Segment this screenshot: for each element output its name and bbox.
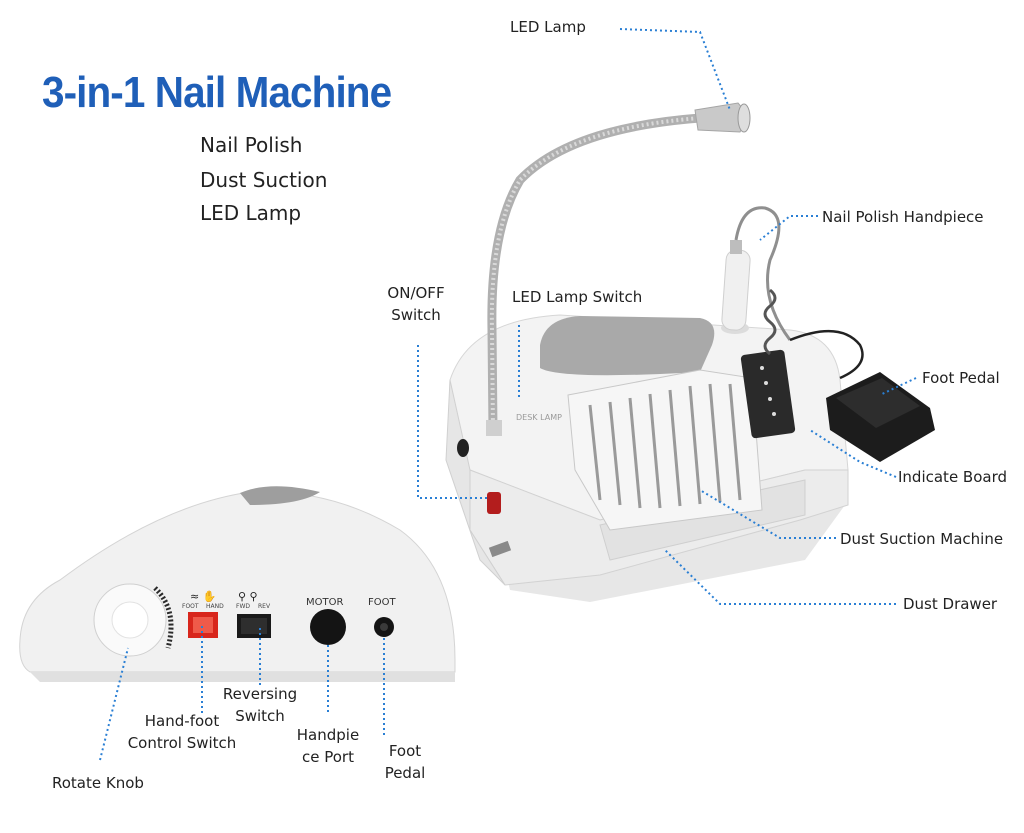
label-dust-drawer: Dust Drawer	[903, 595, 998, 613]
label-on-off-line1: ON/OFF	[387, 284, 445, 302]
feature-dust-suction: Dust Suction	[200, 168, 328, 192]
label-handpiece-port-line1: Handpie	[296, 726, 360, 744]
label-on-off-line2: Switch	[391, 306, 441, 324]
label-reversing-line1: Reversing	[222, 685, 298, 703]
label-foot-pedal-port: Foot Pedal	[370, 740, 440, 784]
foot-port-label: FOOT	[368, 597, 396, 608]
label-led-lamp: LED Lamp	[510, 18, 586, 36]
label-hand-foot-line2: Control Switch	[127, 734, 237, 752]
label-foot-pedal: Foot Pedal	[922, 369, 1000, 387]
label-reversing-line2: Switch	[235, 707, 285, 725]
fwd-label: FWD	[236, 603, 250, 610]
feature-nail-polish: Nail Polish	[200, 133, 303, 157]
rev-label: REV	[258, 603, 271, 610]
desk-lamp-text: DESK LAMP	[516, 413, 562, 422]
label-indicate-board: Indicate Board	[898, 468, 1008, 486]
label-foot-pedal-line2: Pedal	[384, 764, 426, 782]
svg-text:⚲ ⚲: ⚲ ⚲	[238, 590, 258, 603]
page-title: 3-in-1 Nail Machine	[42, 68, 392, 117]
hand-small-label: HAND	[206, 603, 224, 610]
feature-led-lamp: LED Lamp	[200, 201, 302, 225]
svg-text:≈ ✋: ≈ ✋	[190, 590, 216, 603]
label-handpiece-port: Handpie ce Port	[288, 724, 368, 768]
label-hand-foot-control-switch: Hand-foot Control Switch	[122, 710, 242, 754]
label-hand-foot-line1: Hand-foot	[144, 712, 220, 730]
label-on-off-switch: ON/OFF Switch	[376, 282, 456, 326]
side-panel: FOOT HAND ≈ ✋ FWD REV ⚲ ⚲ MOTOR FOOT	[19, 486, 456, 682]
label-foot-pedal-line1: Foot	[388, 742, 422, 760]
motor-label: MOTOR	[306, 597, 343, 608]
label-handpiece-port-line2: ce Port	[302, 748, 354, 766]
label-nail-polish-handpiece: Nail Polish Handpiece	[822, 208, 984, 226]
main-machine: DESK LAMP	[445, 102, 935, 602]
label-led-lamp-switch: LED Lamp Switch	[512, 288, 643, 306]
hand-foot-small-label: FOOT	[182, 603, 199, 610]
leader-lines	[99, 28, 917, 761]
label-rotate-knob: Rotate Knob	[52, 774, 144, 792]
label-dust-suction-machine: Dust Suction Machine	[840, 530, 1004, 548]
label-reversing-switch: Reversing Switch	[218, 683, 302, 727]
